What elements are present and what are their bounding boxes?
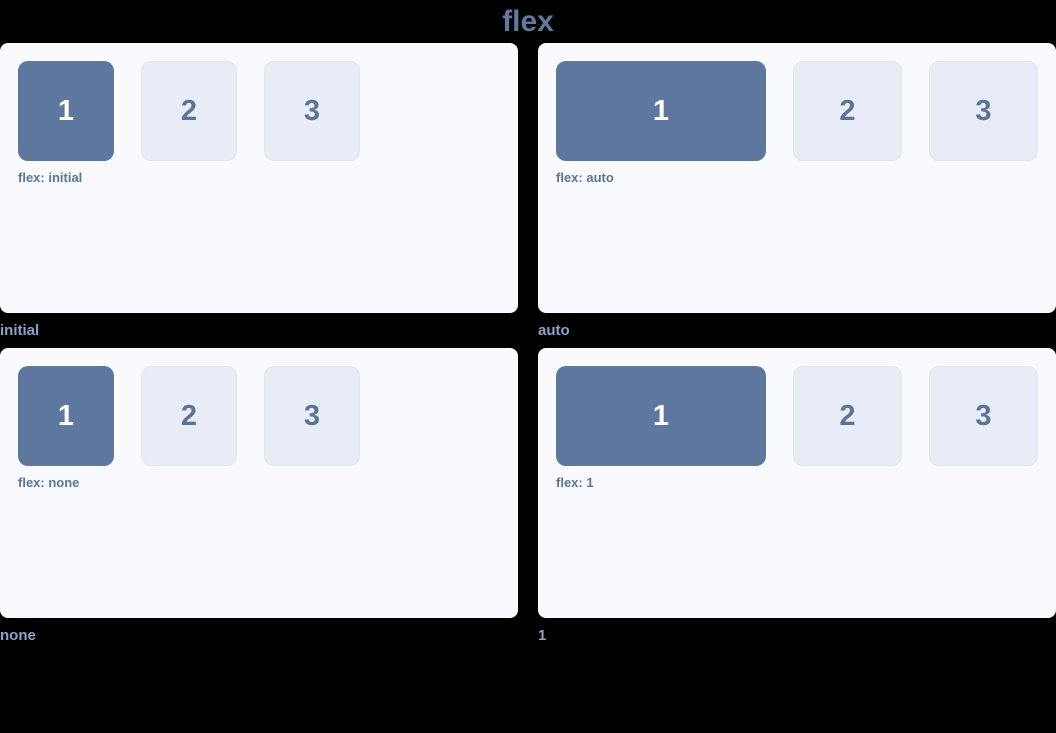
flex-item-label: 3 xyxy=(303,94,321,127)
flex-item-3: 3 xyxy=(929,366,1038,466)
flex-item-2: 2 xyxy=(141,366,237,466)
demo-caption-auto: auto xyxy=(538,322,570,339)
flex-container-auto: 1 2 3 xyxy=(556,61,1038,161)
demo-grid: 1 2 3 flex: initial initial 1 xyxy=(0,43,1056,653)
flex-item-2: 2 xyxy=(141,61,237,161)
flex-item-2: 2 xyxy=(793,61,902,161)
demo-card-none: 1 2 3 flex: none xyxy=(0,348,518,618)
flex-item-2: 2 xyxy=(793,366,902,466)
flex-item-3: 3 xyxy=(929,61,1038,161)
demo-caption-initial: initial xyxy=(0,322,40,339)
flex-item-label: 2 xyxy=(180,94,198,127)
flex-item-label: 1 xyxy=(57,94,75,127)
flex-item-label: 2 xyxy=(839,399,856,432)
flex-item-3: 3 xyxy=(264,366,360,466)
flex-item-label: 3 xyxy=(975,399,992,432)
page-title: flex xyxy=(502,5,554,38)
flex-container-one: 1 2 3 xyxy=(556,366,1038,466)
demo-label-auto: flex: auto xyxy=(556,170,614,185)
flex-item-3: 3 xyxy=(264,61,360,161)
flex-container-initial: 1 2 3 xyxy=(18,61,500,161)
flex-item-label: 2 xyxy=(839,94,856,127)
flex-item-label: 2 xyxy=(180,399,198,432)
flex-item-label: 1 xyxy=(652,94,670,127)
demo-card-auto: 1 2 3 flex: auto xyxy=(538,43,1056,313)
flex-item-1: 1 xyxy=(18,366,114,466)
flex-container-none: 1 2 3 xyxy=(18,366,500,466)
demo-cell-none: 1 2 3 flex: none none xyxy=(0,348,528,653)
demo-label-initial: flex: initial xyxy=(18,170,83,185)
flex-item-label: 3 xyxy=(303,399,321,432)
demo-caption-one: 1 xyxy=(538,627,547,644)
demo-card-initial: 1 2 3 flex: initial xyxy=(0,43,518,313)
demo-label-none: flex: none xyxy=(18,475,80,490)
flex-item-1: 1 xyxy=(556,61,766,161)
flex-item-label: 1 xyxy=(652,399,670,432)
demo-cell-initial: 1 2 3 flex: initial initial xyxy=(0,43,528,348)
flex-item-label: 1 xyxy=(57,399,75,432)
demo-caption-none: none xyxy=(0,627,36,644)
demo-cell-auto: 1 2 3 flex: auto auto xyxy=(528,43,1056,348)
demo-card-one: 1 2 3 flex: 1 xyxy=(538,348,1056,618)
demo-cell-one: 1 2 3 flex: 1 1 xyxy=(528,348,1056,653)
flex-item-1: 1 xyxy=(556,366,766,466)
flex-item-label: 3 xyxy=(975,94,992,127)
flex-item-1: 1 xyxy=(18,61,114,161)
demo-label-one: flex: 1 xyxy=(556,475,594,490)
